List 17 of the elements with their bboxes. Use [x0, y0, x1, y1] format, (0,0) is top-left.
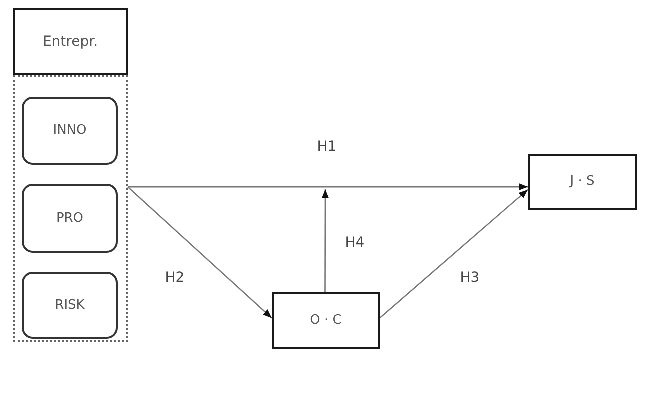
box-label: J · S [570, 174, 595, 190]
rounded-box [22, 272, 118, 339]
box-label: RISK [55, 298, 85, 314]
arrow [128, 186, 272, 319]
rounded-box [22, 97, 118, 165]
construct-box [13, 8, 128, 75]
arrow [128, 183, 528, 191]
box-label: INNO [53, 123, 87, 139]
box-label: Entrepr. [42, 34, 98, 50]
construct-box [528, 154, 637, 210]
arrow [322, 190, 330, 292]
rounded-box [22, 184, 118, 253]
box-label: PRO [56, 210, 84, 226]
box-label: O · C [310, 312, 342, 328]
arrow [380, 189, 528, 319]
construct-box [272, 292, 380, 349]
dotted-group-box [13, 75, 128, 342]
